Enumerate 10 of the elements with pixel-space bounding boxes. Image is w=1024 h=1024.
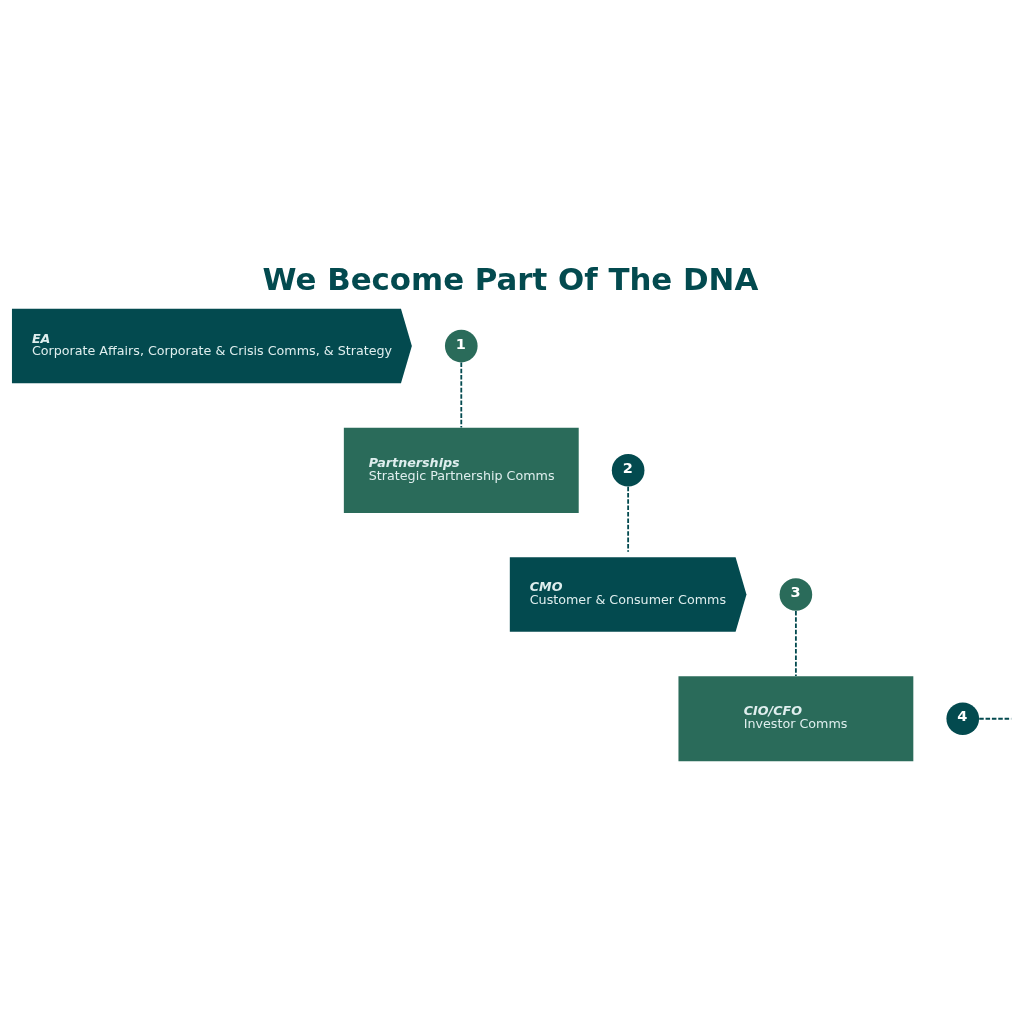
diagram-title: We Become Part Of The DNA [262,261,759,298]
node-circle: 3 [779,578,813,611]
node-circle: 4 [946,702,980,736]
node-box: Partnerships Strategic Partnership Comms [343,427,579,513]
node-circle: 1 [444,329,478,363]
connector [627,485,630,553]
node-box: CIO/CFO Investor Comms [678,676,914,762]
connector [795,610,797,677]
node-circle: 2 [611,453,645,487]
connector [460,361,463,429]
